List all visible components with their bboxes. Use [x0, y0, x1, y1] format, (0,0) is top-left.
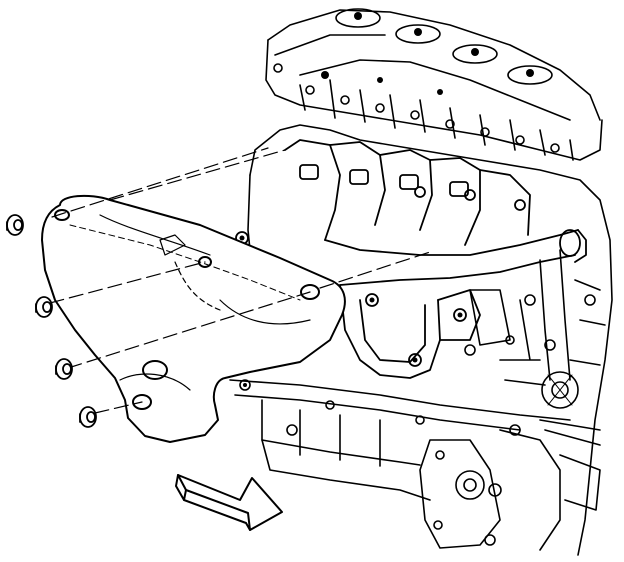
oil-pan [229, 379, 571, 501]
direction-arrow [175, 474, 283, 531]
exhaust-manifold [235, 139, 587, 379]
valve-cover [265, 8, 603, 161]
heat-shield-nut-4 [79, 406, 97, 428]
exhaust-manifold-heat-shield [41, 194, 346, 443]
heat-shield-nut-1 [6, 214, 24, 236]
engine-block [247, 124, 613, 556]
heat-shield-nut-2 [35, 296, 53, 318]
heat-shield-nut-3 [55, 358, 73, 380]
alignment-lines [49, 147, 431, 414]
